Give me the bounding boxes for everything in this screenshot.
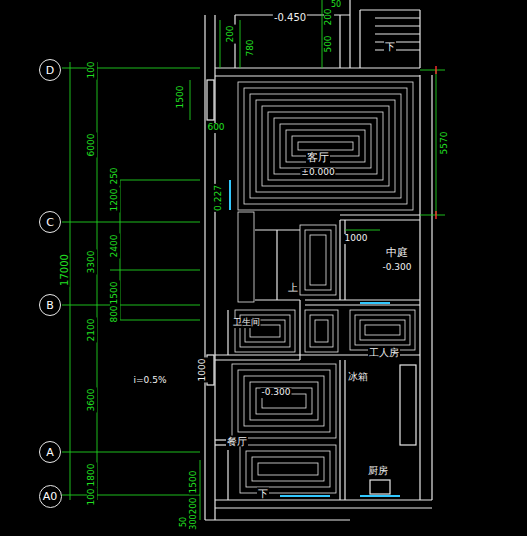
room-label: 餐厅 bbox=[226, 436, 248, 447]
grid-bubble: C bbox=[39, 211, 61, 233]
dimension-text: 3300 bbox=[87, 250, 97, 275]
dimension-text: 1200 bbox=[110, 188, 120, 213]
dimension-text: 1500 bbox=[176, 85, 186, 110]
dimension-text: 100 bbox=[87, 487, 97, 506]
room-label: -0.300 bbox=[381, 263, 412, 273]
dimension-text: 100 bbox=[87, 60, 97, 79]
room-label: 厨房 bbox=[367, 465, 389, 476]
dimension-text: 6000 bbox=[87, 133, 97, 158]
dimension-text: 1500 bbox=[110, 281, 120, 306]
dimension-text: 200 bbox=[226, 24, 236, 43]
room-label: 1000 bbox=[198, 358, 208, 383]
dimension-text: 0.227 bbox=[214, 184, 224, 212]
room-label: 下 bbox=[257, 488, 269, 499]
grid-bubble: B bbox=[39, 294, 61, 316]
dimension-text: 300 bbox=[190, 513, 199, 530]
grid-label: D bbox=[46, 64, 54, 77]
dimension-text: 250 bbox=[110, 166, 120, 185]
grid-bubble: A0 bbox=[39, 485, 62, 508]
grid-bubble: D bbox=[39, 59, 61, 81]
dimension-text: 50 bbox=[330, 1, 342, 10]
room-label: 工人房 bbox=[368, 347, 400, 358]
dimension-text: 3600 bbox=[87, 388, 97, 413]
room-label: 1000 bbox=[344, 234, 369, 244]
grid-label: C bbox=[46, 216, 54, 229]
dimension-text: 2100 bbox=[87, 318, 97, 343]
dimension-text: 200 bbox=[324, 7, 334, 26]
dimension-text: 780 bbox=[246, 38, 256, 57]
dimension-text: 5570 bbox=[440, 131, 450, 156]
room-label: 中庭 bbox=[385, 247, 409, 259]
dimension-text: 600 bbox=[206, 123, 225, 133]
grid-label: A0 bbox=[43, 490, 58, 503]
room-label: ±0.000 bbox=[300, 168, 335, 178]
dimension-text: 50 bbox=[180, 516, 189, 528]
grid-label: B bbox=[46, 299, 54, 312]
dimension-text: 1800 bbox=[87, 463, 97, 488]
room-label: 冰箱 bbox=[347, 371, 369, 382]
room-label: -0.300 bbox=[260, 388, 291, 398]
room-label: 卫生间 bbox=[232, 318, 261, 328]
grid-label: A bbox=[46, 446, 54, 459]
room-label: i=0.5% bbox=[133, 376, 168, 386]
dimension-text: 17000 bbox=[59, 253, 70, 287]
room-label: 下 bbox=[384, 41, 396, 52]
grid-bubble: A bbox=[39, 441, 61, 463]
dimension-text: 1500 bbox=[189, 470, 199, 495]
dimension-text: 500 bbox=[324, 34, 334, 53]
room-label: 客厅 bbox=[306, 152, 330, 164]
dimension-text: 2400 bbox=[110, 234, 120, 259]
dimension-text: 800 bbox=[110, 304, 120, 323]
room-label: -0.450 bbox=[273, 12, 307, 23]
room-label: 上 bbox=[287, 282, 299, 293]
